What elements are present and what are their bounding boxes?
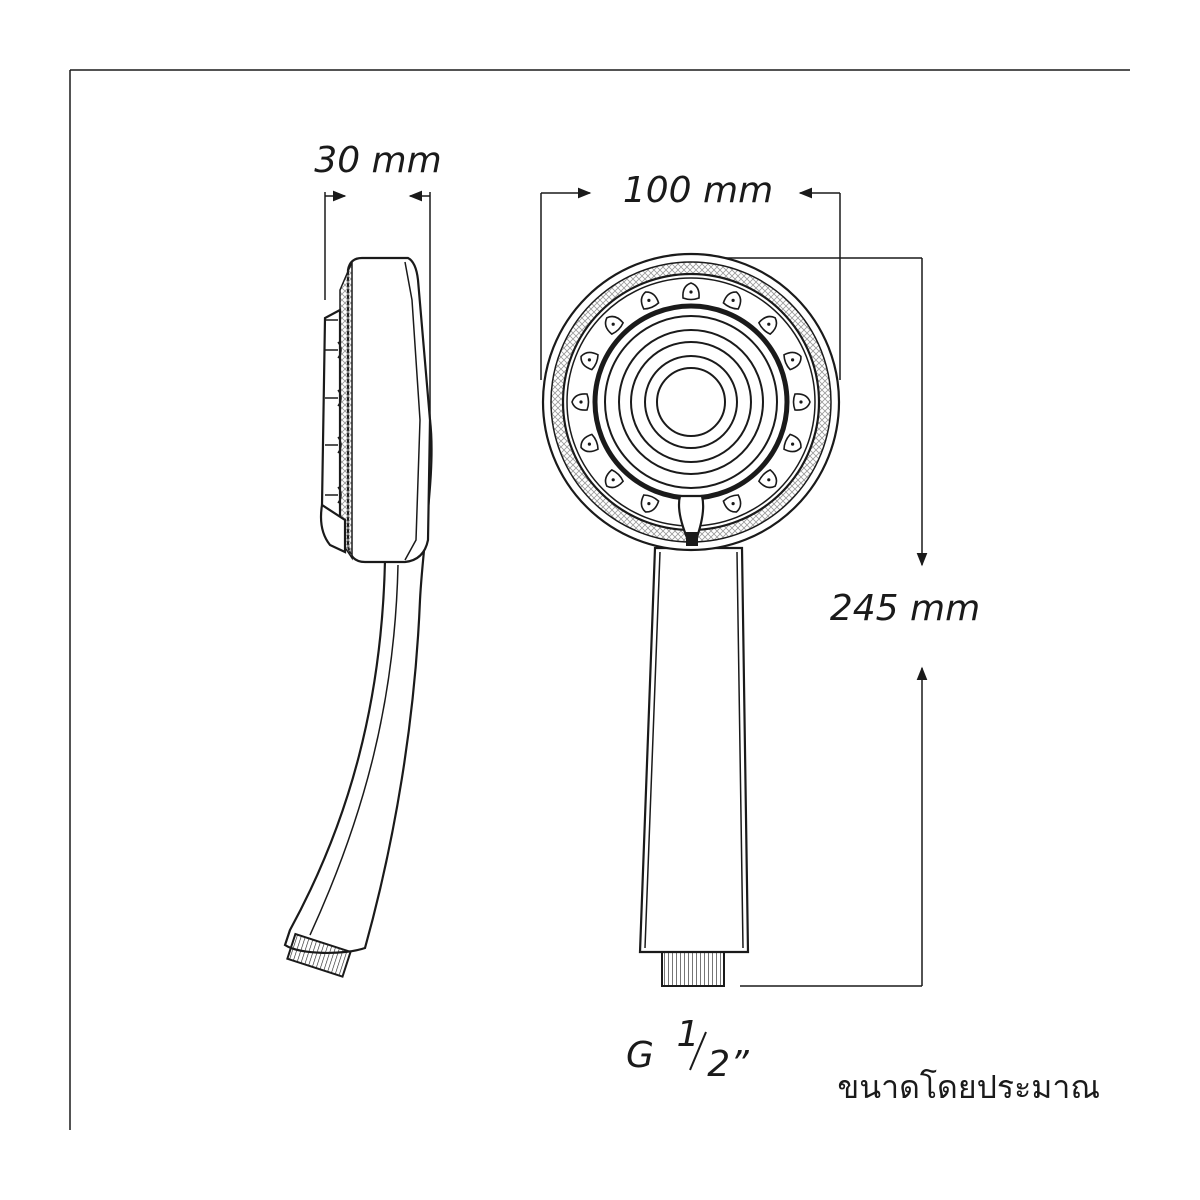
nozzle-hole	[587, 358, 592, 362]
approximate-size-note: ขนาดโดยประมาณ	[837, 1068, 1100, 1106]
length-dimension	[700, 257, 928, 987]
nozzle-hole	[647, 298, 651, 302]
length-label: 245 mm	[830, 588, 980, 629]
nozzle-hole	[731, 298, 735, 302]
depth-dimension	[324, 190, 431, 420]
nozzle-hole	[767, 322, 771, 326]
front-handle	[638, 546, 750, 954]
front-thread-connector	[661, 951, 725, 987]
side-thread-connector	[286, 932, 352, 978]
svg-text:G: G	[626, 1035, 654, 1076]
side-head	[346, 256, 432, 564]
depth-label: 30 mm	[314, 140, 441, 181]
nozzle-hole	[647, 502, 651, 506]
front-center-button	[656, 367, 726, 437]
width-dimension	[540, 187, 841, 380]
front-nozzle-ring	[571, 282, 811, 522]
svg-text:2”: 2”	[707, 1044, 749, 1085]
nozzle-hole	[731, 502, 735, 506]
page-frame	[69, 69, 1130, 1130]
svg-text:1: 1	[677, 1014, 700, 1055]
nozzle-hole	[579, 400, 583, 404]
nozzle-hole	[689, 290, 693, 294]
nozzle-hole	[799, 400, 803, 404]
nozzle-hole	[587, 442, 592, 446]
nozzle-hole	[767, 478, 771, 482]
nozzle-hole	[791, 442, 795, 446]
nozzle-hole	[611, 478, 615, 482]
side-faceplate	[339, 261, 353, 561]
front-view	[540, 187, 928, 987]
thread-size-label: G 1 2”	[626, 1014, 749, 1085]
side-nozzles	[319, 308, 347, 554]
nozzle-hole	[791, 358, 795, 362]
width-label: 100 mm	[623, 170, 773, 211]
nozzle-hole	[611, 322, 615, 326]
side-view	[283, 190, 433, 978]
